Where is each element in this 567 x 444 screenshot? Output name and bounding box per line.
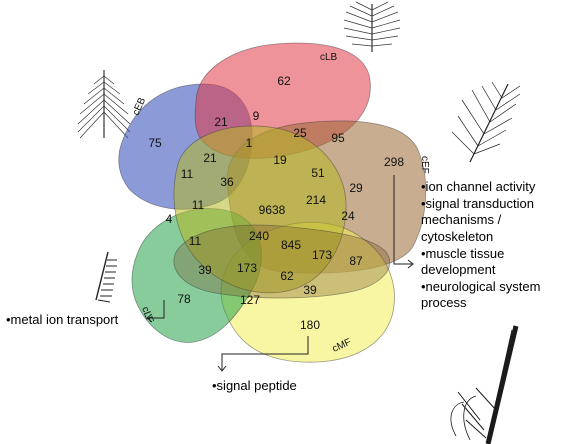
region-count: 1: [246, 136, 253, 150]
region-count: 11: [189, 234, 202, 248]
feather-cMF-icon: [450, 325, 519, 444]
region-count: 78: [177, 292, 191, 306]
region-count: 51: [311, 166, 325, 180]
region-count: 25: [293, 126, 307, 140]
region-count: 9: [253, 109, 260, 123]
region-count: 62: [280, 269, 294, 283]
region-count: 214: [306, 193, 326, 207]
region-count: 9638: [259, 203, 286, 217]
cMF-connector: [221, 336, 309, 370]
region-count: 39: [303, 283, 317, 297]
region-count: 87: [349, 254, 363, 268]
cLF-connector: [148, 300, 165, 319]
annotation-line: mechanisms /: [421, 212, 502, 228]
region-count: 36: [220, 175, 234, 189]
region-count: 173: [312, 248, 332, 262]
region-count: 19: [273, 153, 287, 167]
set-label-cLB: cLB: [320, 52, 338, 63]
set-shapes: [118, 42, 427, 363]
region-count: 127: [240, 293, 260, 307]
annotation-line: development: [421, 262, 496, 278]
region-count: 39: [198, 263, 212, 277]
region-count: 24: [341, 209, 355, 223]
region-count: 21: [214, 115, 228, 129]
region-count: 95: [331, 131, 345, 145]
cEF-connector: [393, 175, 412, 265]
region-count: 29: [349, 181, 363, 195]
feather-cLF-icon: [95, 251, 117, 303]
region-count: 11: [181, 167, 194, 181]
region-count: 21: [203, 151, 217, 165]
region-count: 75: [148, 136, 162, 150]
region-counts: 62 21 9 25 95 75 21 1 19 51 298 11 36 29…: [148, 74, 404, 332]
connector-arrows: [146, 175, 414, 372]
set-inner-shape: [173, 125, 347, 294]
feather-cLB-icon: [343, 1, 401, 52]
region-count: 62: [277, 74, 291, 88]
annotation-line: •signal transduction: [421, 195, 534, 211]
cLF-annotation: •metal ion transport: [6, 312, 118, 329]
set-label-cEF: cEF: [419, 156, 430, 174]
region-count: 180: [300, 318, 320, 332]
region-count: 845: [281, 238, 301, 252]
annotation-line: •metal ion transport: [6, 312, 119, 327]
annotation-line: •neurological system: [421, 278, 541, 294]
region-count: 298: [384, 155, 404, 169]
annotation-line: •signal peptide: [212, 378, 297, 393]
annotation-line: process: [421, 295, 467, 311]
feather-cEB-icon: [77, 70, 131, 139]
region-count: 240: [249, 229, 269, 243]
region-count: 4: [166, 212, 173, 226]
cMF-annotation: •signal peptide: [212, 378, 297, 395]
annotation-line: cytoskeleton: [421, 228, 494, 244]
set-label-cLF: cLF: [139, 305, 155, 324]
feather-cEF-icon: [451, 81, 521, 163]
set-band-shape: [173, 224, 391, 299]
region-count: 173: [237, 261, 257, 275]
cEF-annotation: •ion channel activity •signal transducti…: [421, 179, 540, 312]
region-count: 11: [192, 198, 205, 212]
annotation-line: •ion channel activity: [421, 179, 536, 194]
annotation-line: •muscle tissue: [421, 245, 505, 261]
